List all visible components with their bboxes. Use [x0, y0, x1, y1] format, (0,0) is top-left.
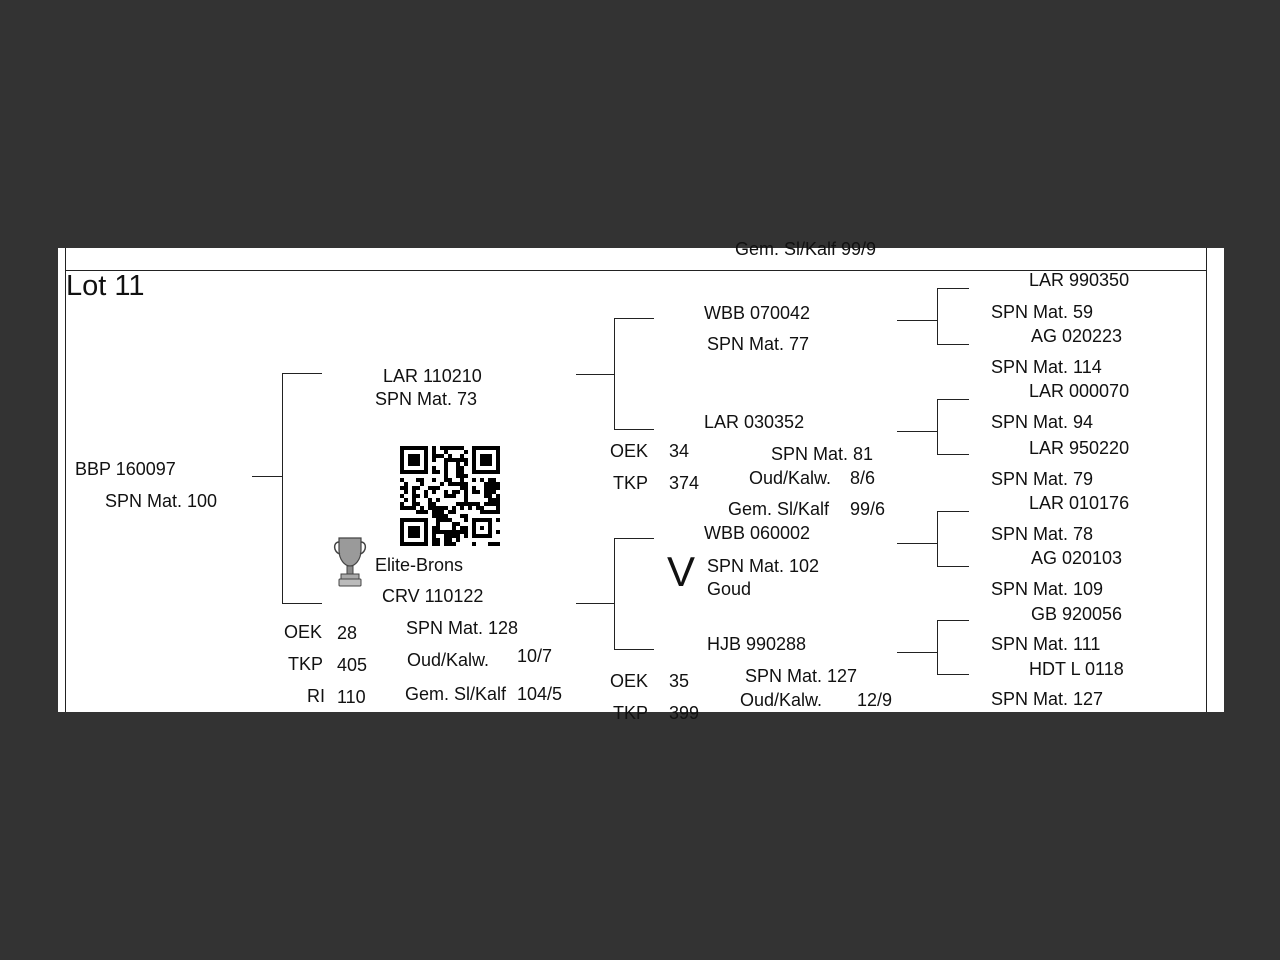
sire-stat-label: OEK — [610, 441, 649, 461]
frame-right-border — [1206, 248, 1207, 712]
sire-stat-value: 34 — [669, 441, 690, 461]
ggp-id: GB 920056 — [1031, 604, 1123, 624]
dam-dam-stat-label: OEK — [610, 671, 649, 691]
parents-bracket — [282, 373, 283, 604]
ggp-spn: SPN Mat. 111 — [991, 634, 1101, 654]
dam-stat-label: OEK — [284, 622, 323, 642]
dam-dam-branch — [614, 649, 654, 650]
ggp-id: HDT L 0118 — [1029, 659, 1124, 679]
dam-dam-calving-label: Oud/Kalw. — [740, 690, 823, 710]
frame-left-border — [65, 248, 66, 712]
ggp-spn: SPN Mat. 94 — [991, 412, 1094, 432]
qr-code-icon — [400, 446, 500, 546]
sire-sire-id: WBB 070042 — [704, 303, 811, 323]
ggp-id: LAR 010176 — [1029, 493, 1130, 513]
ggp-branch — [937, 511, 969, 512]
sire-sire-branch — [614, 318, 654, 319]
dam-stat-label: RI — [307, 686, 325, 706]
dam-stat-value: 110 — [337, 687, 366, 707]
sire-spn: SPN Mat. 73 — [375, 389, 478, 409]
ggp-id: AG 020223 — [1031, 326, 1123, 346]
ggp-id: LAR 950220 — [1029, 438, 1130, 458]
dam-sire-branch — [614, 538, 654, 539]
ggp-spn: SPN Mat. 109 — [991, 579, 1104, 599]
dam-dam-id: HJB 990288 — [707, 634, 807, 654]
sire-dam-calving-value: 8/6 — [850, 468, 876, 488]
dam-stat-value: 28 — [337, 623, 358, 643]
dam-dam-calving-value: 12/9 — [857, 690, 893, 710]
ggp-id: LAR 990350 — [1029, 270, 1130, 290]
dam-branch-line — [282, 603, 322, 604]
ggp-branch — [937, 288, 969, 289]
ggp-branch — [937, 454, 969, 455]
dam-calving-value: 10/7 — [517, 646, 553, 666]
dam-dam-stat-value: 35 — [669, 671, 690, 691]
dam-stat-value: 405 — [337, 655, 368, 675]
ggp-connector — [897, 320, 937, 321]
sire-stat-label: TKP — [613, 473, 649, 493]
dam-id: CRV 110122 — [382, 586, 484, 606]
ggp-branch — [937, 399, 969, 400]
dam-spn: SPN Mat. 128 — [406, 618, 519, 638]
sire-dam-id: LAR 030352 — [704, 412, 805, 432]
sire-dam-spn: SPN Mat. 81 — [771, 444, 874, 464]
trophy-icon — [333, 537, 367, 587]
lot-divider — [65, 270, 1207, 271]
subject-connector — [252, 476, 282, 477]
dam-grandparents-bracket — [614, 538, 615, 650]
sire-dam-gem-value: 99/6 — [850, 499, 886, 519]
pedigree-sheet: Gem. Sl/Kalf 99/9 Lot 11 BBP 160097 SPN … — [58, 240, 1224, 722]
sire-dam-branch — [614, 429, 654, 430]
ggp-spn: SPN Mat. 59 — [991, 302, 1094, 322]
ggp-branch — [937, 674, 969, 675]
dam-gem-value: 104/5 — [517, 684, 563, 704]
lot-title: Lot 11 — [66, 270, 145, 302]
ggp-branch — [937, 620, 969, 621]
ggp-connector — [897, 543, 937, 544]
dam-sire-grade: Goud — [707, 579, 752, 599]
ggp-branch — [937, 566, 969, 567]
sire-to-grandparents-line — [576, 374, 614, 375]
dam-sire-id: WBB 060002 — [704, 523, 811, 543]
dam-to-grandparents-line — [576, 603, 614, 604]
dam-sire-mark: V — [667, 548, 696, 595]
previous-lot-cut-text: Gem. Sl/Kalf 99/9 — [735, 239, 877, 259]
ggp-id: LAR 000070 — [1029, 381, 1130, 401]
sire-branch-line — [282, 373, 322, 374]
ggp-id: AG 020103 — [1031, 548, 1123, 568]
ggp-bracket — [937, 620, 938, 675]
ggp-spn: SPN Mat. 127 — [991, 689, 1104, 709]
subject-spn: SPN Mat. 100 — [105, 491, 218, 511]
dam-dam-stat-label: TKP — [613, 703, 649, 723]
ggp-branch — [937, 344, 969, 345]
sire-sire-spn: SPN Mat. 77 — [707, 334, 810, 354]
sire-id: LAR 110210 — [383, 366, 482, 386]
dam-dam-spn: SPN Mat. 127 — [745, 666, 858, 686]
sire-dam-gem-label: Gem. Sl/Kalf — [728, 499, 830, 519]
dam-sire-spn: SPN Mat. 102 — [707, 556, 820, 576]
ggp-connector — [897, 431, 937, 432]
dam-dam-stat-value: 399 — [669, 703, 700, 723]
sire-stat-value: 374 — [669, 473, 700, 493]
dam-calving-label: Oud/Kalw. — [407, 650, 490, 670]
ggp-bracket — [937, 399, 938, 455]
ggp-connector — [897, 652, 937, 653]
dam-award: Elite-Brons — [375, 555, 464, 575]
subject-id: BBP 160097 — [75, 459, 176, 479]
ggp-bracket — [937, 288, 938, 345]
sire-dam-calving-label: Oud/Kalw. — [749, 468, 832, 488]
sire-grandparents-bracket — [614, 318, 615, 430]
dam-stat-label: TKP — [288, 654, 324, 674]
ggp-spn: SPN Mat. 114 — [991, 357, 1102, 377]
ggp-spn: SPN Mat. 79 — [991, 469, 1094, 489]
ggp-spn: SPN Mat. 78 — [991, 524, 1094, 544]
ggp-bracket — [937, 511, 938, 567]
dam-gem-label: Gem. Sl/Kalf — [405, 684, 507, 704]
